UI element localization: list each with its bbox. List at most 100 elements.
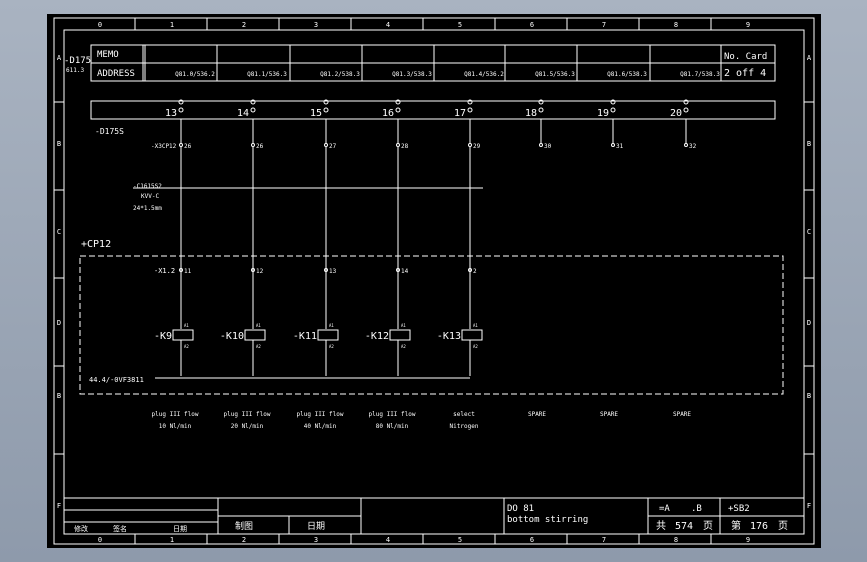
column-marker-bottom: 1 <box>170 536 174 544</box>
cable-name: -C1615S2 <box>133 183 162 190</box>
column-marker-top: 0 <box>98 21 102 29</box>
cabinet-boundary <box>79 255 784 395</box>
description-line2: 20 Nl/min <box>231 423 264 430</box>
address-cell: Q81.5/536.3 <box>535 71 575 78</box>
cable-spec: 24*1.5mm <box>133 205 162 212</box>
connector-pin <box>611 143 615 147</box>
row-marker-right: A <box>807 54 812 62</box>
cabinet-terminal-number: 13 <box>329 268 337 275</box>
rev-label-2: 签名 <box>113 524 127 533</box>
relay-label: -K10 <box>220 331 244 342</box>
row-marker-left: C <box>57 228 61 236</box>
terminal-number: 19 <box>597 108 609 119</box>
address-cell: Q81.3/538.3 <box>392 71 432 78</box>
page-unit: 页 <box>703 520 713 532</box>
terminal-number: 16 <box>382 108 394 119</box>
description-line1: select <box>453 411 475 418</box>
coil-terminal-top: A1 <box>401 323 406 328</box>
memo-label: MEMO <box>97 50 119 60</box>
connector-pin-number: 26 <box>184 143 192 150</box>
connector-pin <box>468 143 472 147</box>
terminal-point <box>538 99 544 105</box>
relay-coil <box>389 329 411 341</box>
row-marker-left: A <box>57 54 62 62</box>
relay-coil <box>317 329 339 341</box>
connector-pin <box>251 143 255 147</box>
row-marker-right: C <box>807 228 811 236</box>
terminal-point <box>683 99 689 105</box>
connector-pin-number: 27 <box>329 143 337 150</box>
row-marker-left: D <box>57 319 61 327</box>
connector-pin-number: 28 <box>401 143 409 150</box>
cabinet-terminal-number: 2 <box>473 268 477 275</box>
station-suffix: .B <box>691 504 702 514</box>
card-value: 2 off 4 <box>724 68 766 79</box>
terminal-number: 17 <box>454 108 466 119</box>
cabinet-terminal <box>324 268 328 272</box>
total-label: 共 <box>656 520 666 532</box>
terminal-number: 14 <box>237 108 249 119</box>
relay-label: -K9 <box>154 331 172 342</box>
description-line1: plug III flow <box>369 411 416 418</box>
terminal-point <box>323 99 329 105</box>
column-marker-top: 9 <box>746 21 750 29</box>
coil-terminal-top: A1 <box>256 323 261 328</box>
column-marker-top: 8 <box>674 21 678 29</box>
relay-label: -K13 <box>437 331 461 342</box>
coil-terminal-bottom: A2 <box>329 344 334 349</box>
cabinet-label: +CP12 <box>81 239 111 250</box>
terminal-point <box>323 107 329 113</box>
outer-frame <box>53 17 815 545</box>
row-marker-right: B <box>807 140 811 148</box>
terminal-strip-label: -D175S <box>95 127 124 136</box>
column-marker-top: 6 <box>530 21 534 29</box>
relay-label: -K11 <box>293 331 317 342</box>
terminal-number: 20 <box>670 108 682 119</box>
rev-label-1: 修改 <box>74 524 88 533</box>
row-marker-left: F <box>57 502 61 510</box>
coil-terminal-bottom: A2 <box>184 344 189 349</box>
cabinet-terminal-number: 11 <box>184 268 192 275</box>
connector-pin-number: 31 <box>616 143 624 150</box>
description-line1: SPARE <box>673 411 691 418</box>
connector-label: -X3CP12 <box>151 143 177 150</box>
terminal-number: 13 <box>165 108 177 119</box>
coil-terminal-top: A1 <box>329 323 334 328</box>
cabinet-terminal-number: 12 <box>256 268 264 275</box>
description-line2: 80 Nl/min <box>376 423 409 430</box>
row-marker-right: B <box>807 392 811 400</box>
cabinet-terminal <box>396 268 400 272</box>
coil-terminal-bottom: A2 <box>473 344 478 349</box>
terminal-point <box>395 99 401 105</box>
date-label: 日期 <box>307 521 325 532</box>
column-marker-top: 7 <box>602 21 606 29</box>
row-marker-left: B <box>57 392 61 400</box>
row-marker-right: F <box>807 502 811 510</box>
connector-pin-number: 29 <box>473 143 481 150</box>
column-marker-bottom: 2 <box>242 536 246 544</box>
relay-coil <box>172 329 194 341</box>
address-label: ADDRESS <box>97 69 135 79</box>
row-marker-left: B <box>57 140 61 148</box>
sheet-label: 第 <box>731 519 741 532</box>
relay-coil <box>461 329 483 341</box>
column-marker-bottom: 4 <box>386 536 390 544</box>
cabinet-terminal <box>468 268 472 272</box>
column-marker-bottom: 6 <box>530 536 534 544</box>
coil-terminal-top: A1 <box>473 323 478 328</box>
terminal-point <box>538 107 544 113</box>
terminal-point <box>178 99 184 105</box>
column-marker-top: 1 <box>170 21 174 29</box>
coil-terminal-top: A1 <box>184 323 189 328</box>
connector-pin <box>684 143 688 147</box>
column-marker-bottom: 9 <box>746 536 750 544</box>
location-code: +SB2 <box>728 504 750 514</box>
title-block: 修改 签名 日期 制图 日期 DO 81 bottom stirring =A … <box>64 497 804 534</box>
terminal-point <box>467 99 473 105</box>
card-label: No. Card <box>724 52 767 62</box>
coil-terminal-bottom: A2 <box>401 344 406 349</box>
terminal-point <box>250 99 256 105</box>
column-marker-bottom: 7 <box>602 536 606 544</box>
